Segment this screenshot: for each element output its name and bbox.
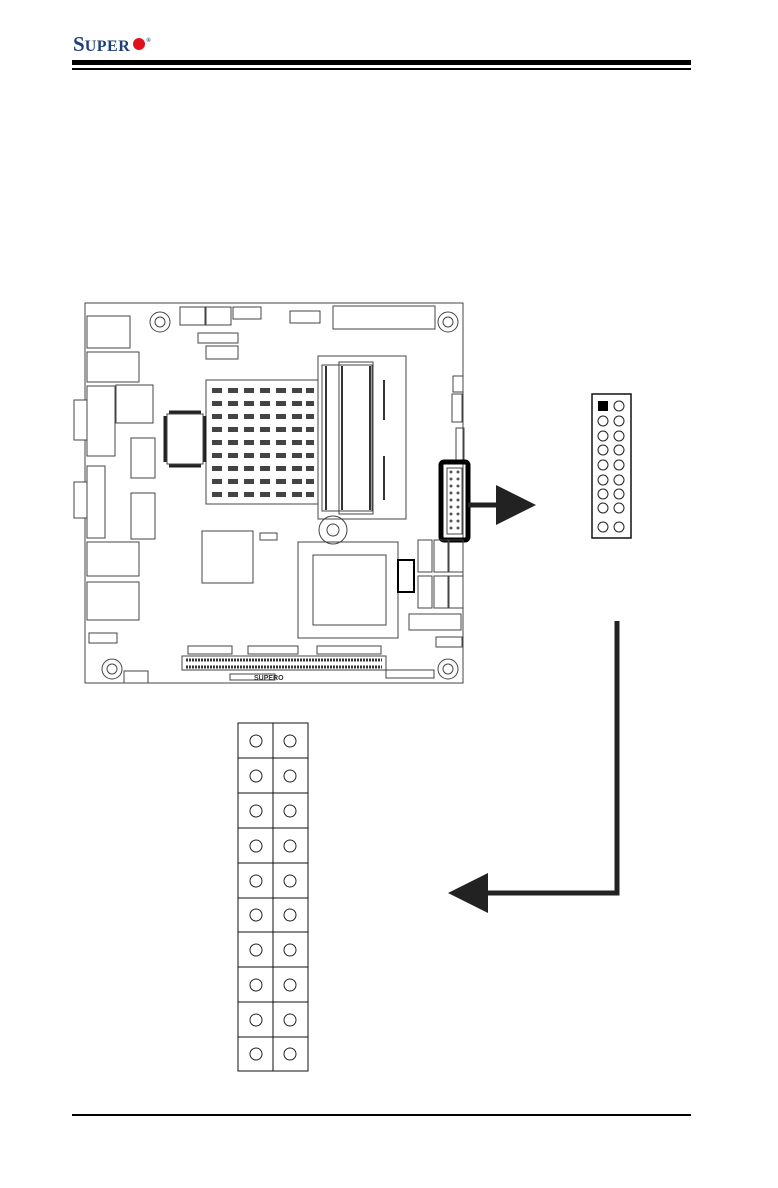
connector-small-diagram: [592, 394, 631, 538]
board-silkscreen-logo: SUPERO: [254, 675, 284, 682]
motherboard-layout: [74, 303, 468, 683]
footer-rule: [72, 1114, 691, 1116]
connector-large-diagram: [238, 723, 308, 1071]
arrow-down-left: [458, 621, 617, 893]
